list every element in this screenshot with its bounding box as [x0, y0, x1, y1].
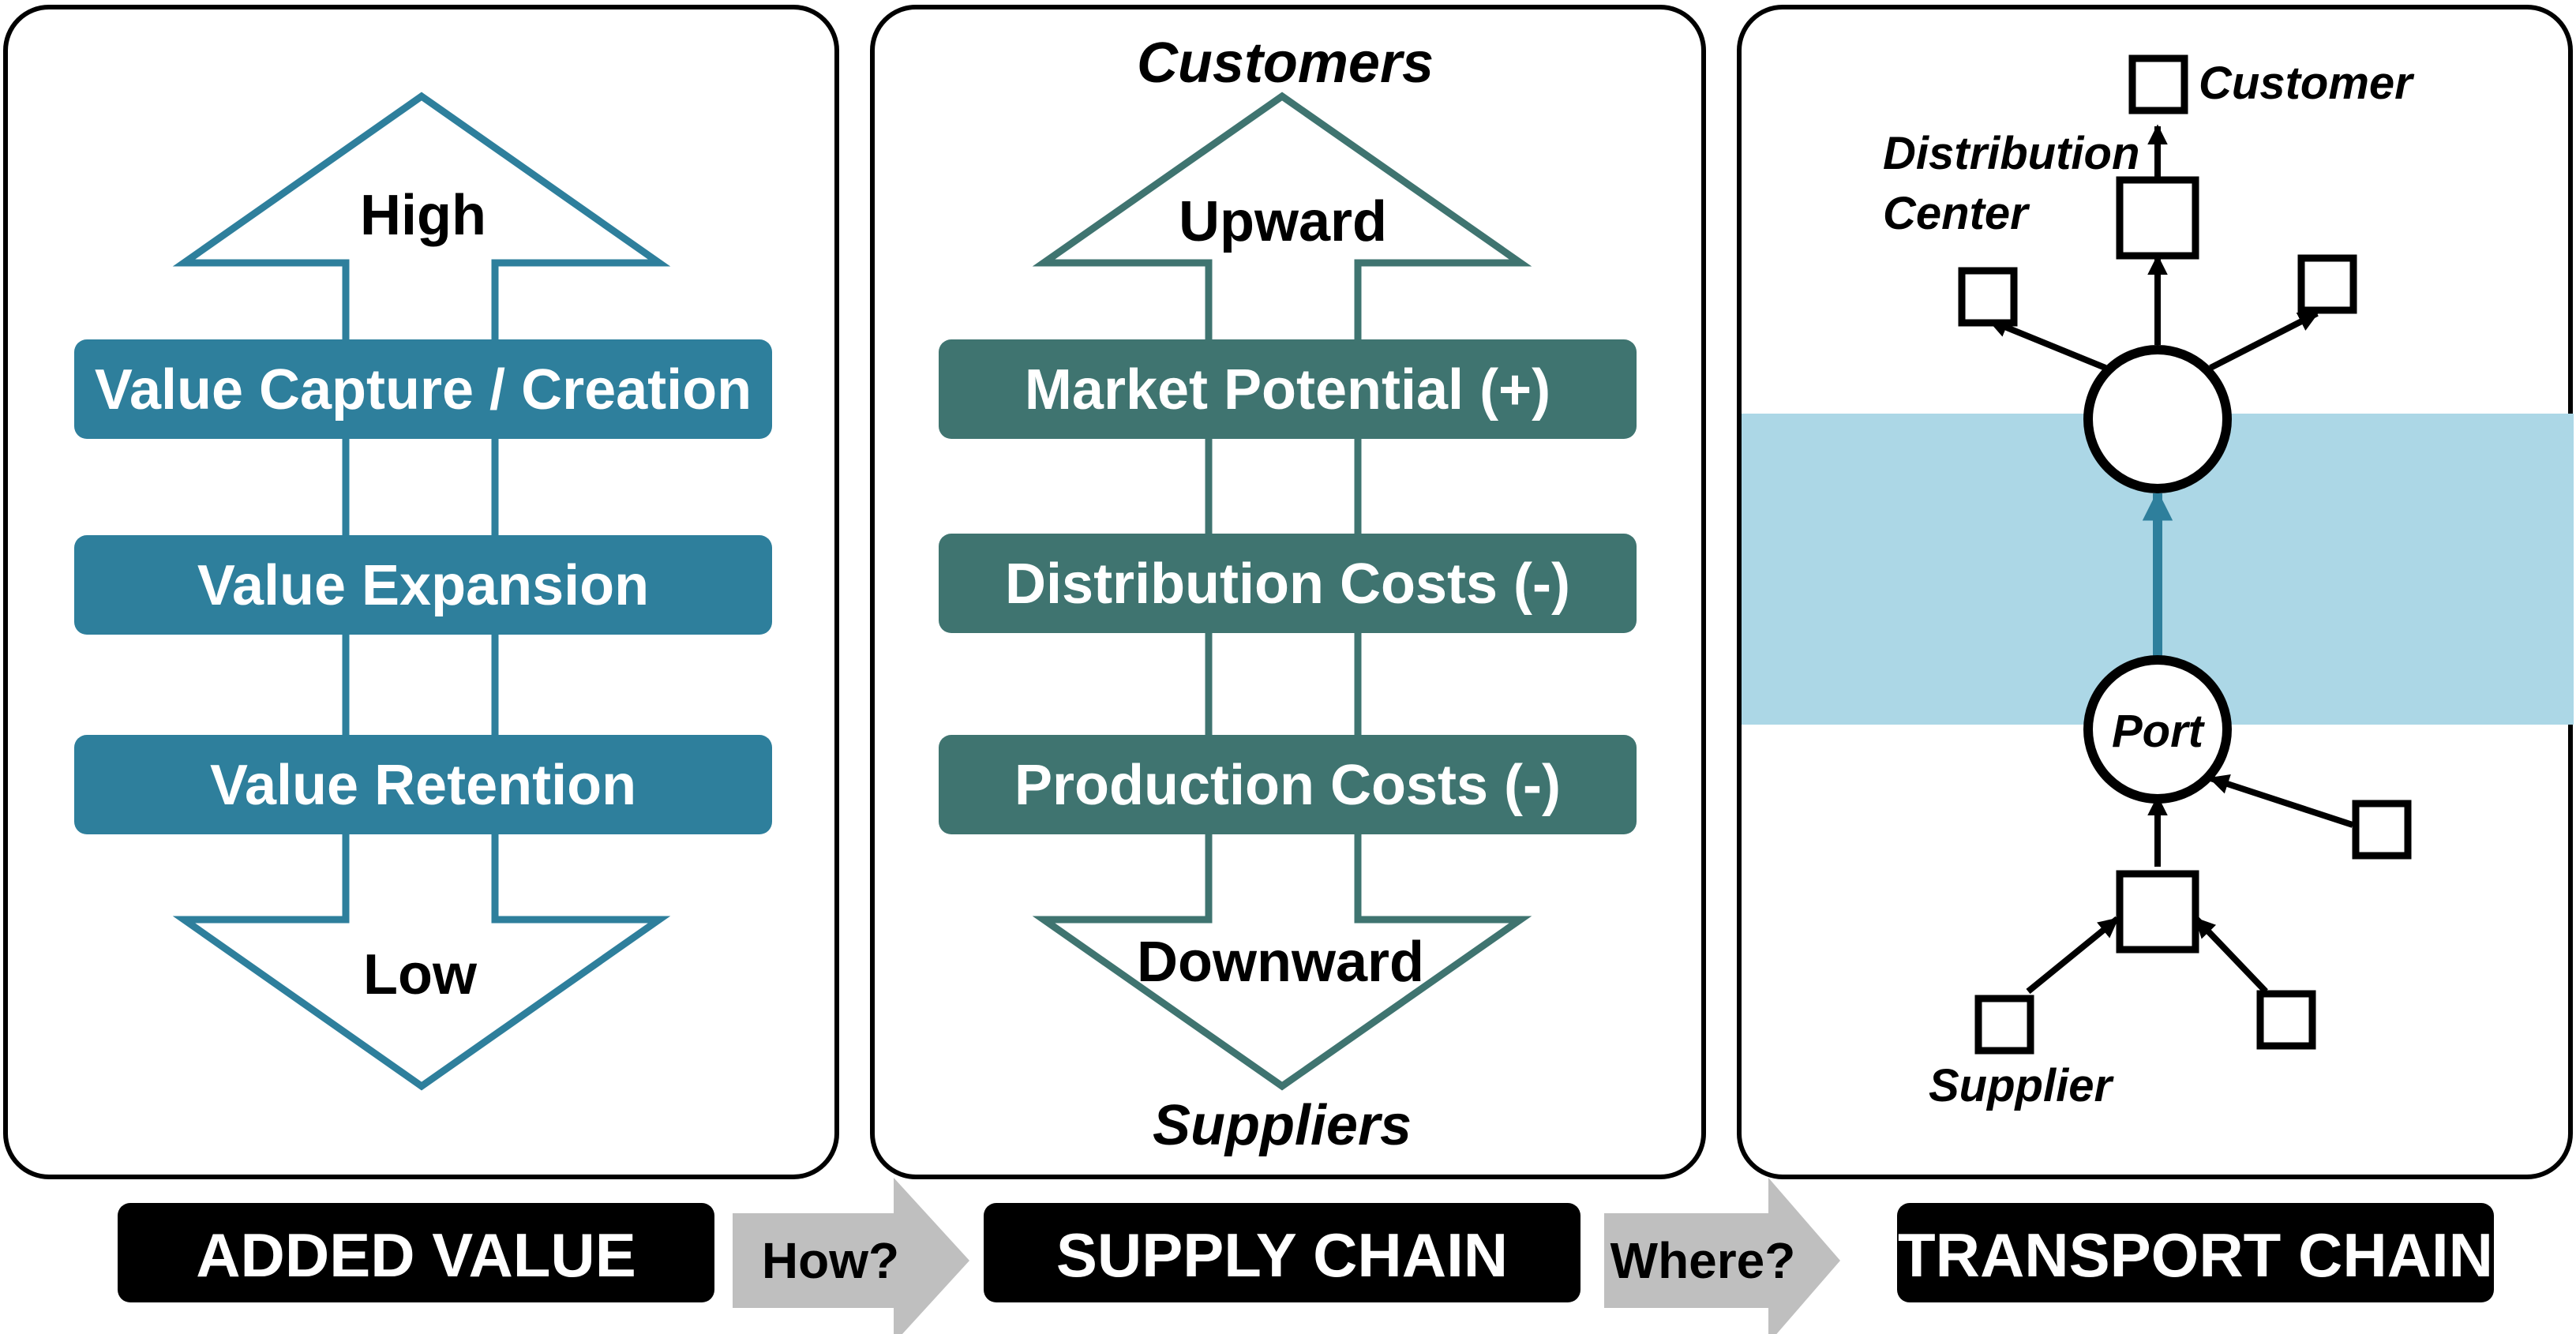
footer-row: ADDED VALUE How? SUPPLY CHAIN Where? TRA…	[118, 1178, 2494, 1334]
supply-chain-footer-box	[984, 1203, 1580, 1302]
link-left-supplier-to-consolidation	[2026, 916, 2120, 995]
market-potential-bar	[939, 339, 1637, 439]
market-potential-label: Market Potential (+)	[1025, 358, 1550, 422]
high-label: High	[360, 184, 486, 247]
value-expansion-bar	[74, 535, 772, 635]
how-connector-label: How?	[762, 1232, 899, 1289]
value-expansion-label: Value Expansion	[197, 554, 649, 617]
right-upper-supplier-node	[2352, 800, 2412, 860]
distribution-center-node	[2116, 176, 2199, 260]
destination-hub-node	[2083, 345, 2232, 493]
added-value-footer-box	[118, 1203, 714, 1302]
transport-chain-panel: Customer Distribution Center Port Suppli…	[1737, 5, 2574, 1179]
transport-chain-footer-box	[1897, 1203, 2494, 1302]
added-value-panel: High Low Value Capture / Creation Value …	[3, 5, 839, 1179]
distribution-label-line1: Distribution	[1883, 128, 2139, 179]
value-capture-label: Value Capture / Creation	[95, 358, 752, 422]
distribution-costs-label: Distribution Costs (-)	[1005, 553, 1570, 616]
where-connector-label: Where?	[1610, 1232, 1796, 1289]
port-node	[2083, 655, 2232, 804]
link-hub-to-right-node	[2209, 310, 2319, 371]
port-label: Port	[2112, 706, 2206, 757]
added-value-footer-label: ADDED VALUE	[196, 1220, 636, 1290]
distribution-label-line2: Center	[1883, 188, 2030, 239]
right-lower-supplier-node	[2256, 990, 2316, 1050]
production-costs-label: Production Costs (-)	[1014, 754, 1561, 817]
link-right-supplier-to-port	[2208, 774, 2354, 828]
low-label: Low	[363, 943, 478, 1006]
distribution-costs-bar	[939, 534, 1637, 633]
value-capture-bar	[74, 339, 772, 439]
left-supplier-node	[1974, 995, 2034, 1055]
transport-chain-footer-label: TRANSPORT CHAIN	[1898, 1220, 2493, 1290]
link-right-supplier-to-consolidation	[2194, 916, 2268, 994]
customers-caption: Customers	[1137, 32, 1434, 95]
supplier-label: Supplier	[1929, 1060, 2114, 1111]
customer-node	[2128, 54, 2188, 114]
customer-label: Customer	[2199, 58, 2415, 109]
how-connector-arrow-icon	[733, 1178, 969, 1334]
where-connector-arrow-icon	[1604, 1178, 1840, 1334]
production-costs-bar	[939, 735, 1637, 834]
consolidation-node	[2116, 870, 2199, 954]
value-retention-label: Value Retention	[210, 754, 636, 817]
downward-label: Downward	[1137, 931, 1424, 994]
suppliers-caption: Suppliers	[1153, 1094, 1412, 1157]
left-destination-node	[1958, 267, 2018, 327]
upward-label: Upward	[1179, 190, 1387, 253]
right-destination-node	[2297, 254, 2357, 314]
link-hub-to-left-node	[1987, 317, 2107, 371]
value-retention-bar	[74, 735, 772, 834]
supply-chain-panel: Customers Upward Downward Suppliers Mark…	[870, 5, 1706, 1179]
supply-chain-footer-label: SUPPLY CHAIN	[1056, 1220, 1508, 1290]
